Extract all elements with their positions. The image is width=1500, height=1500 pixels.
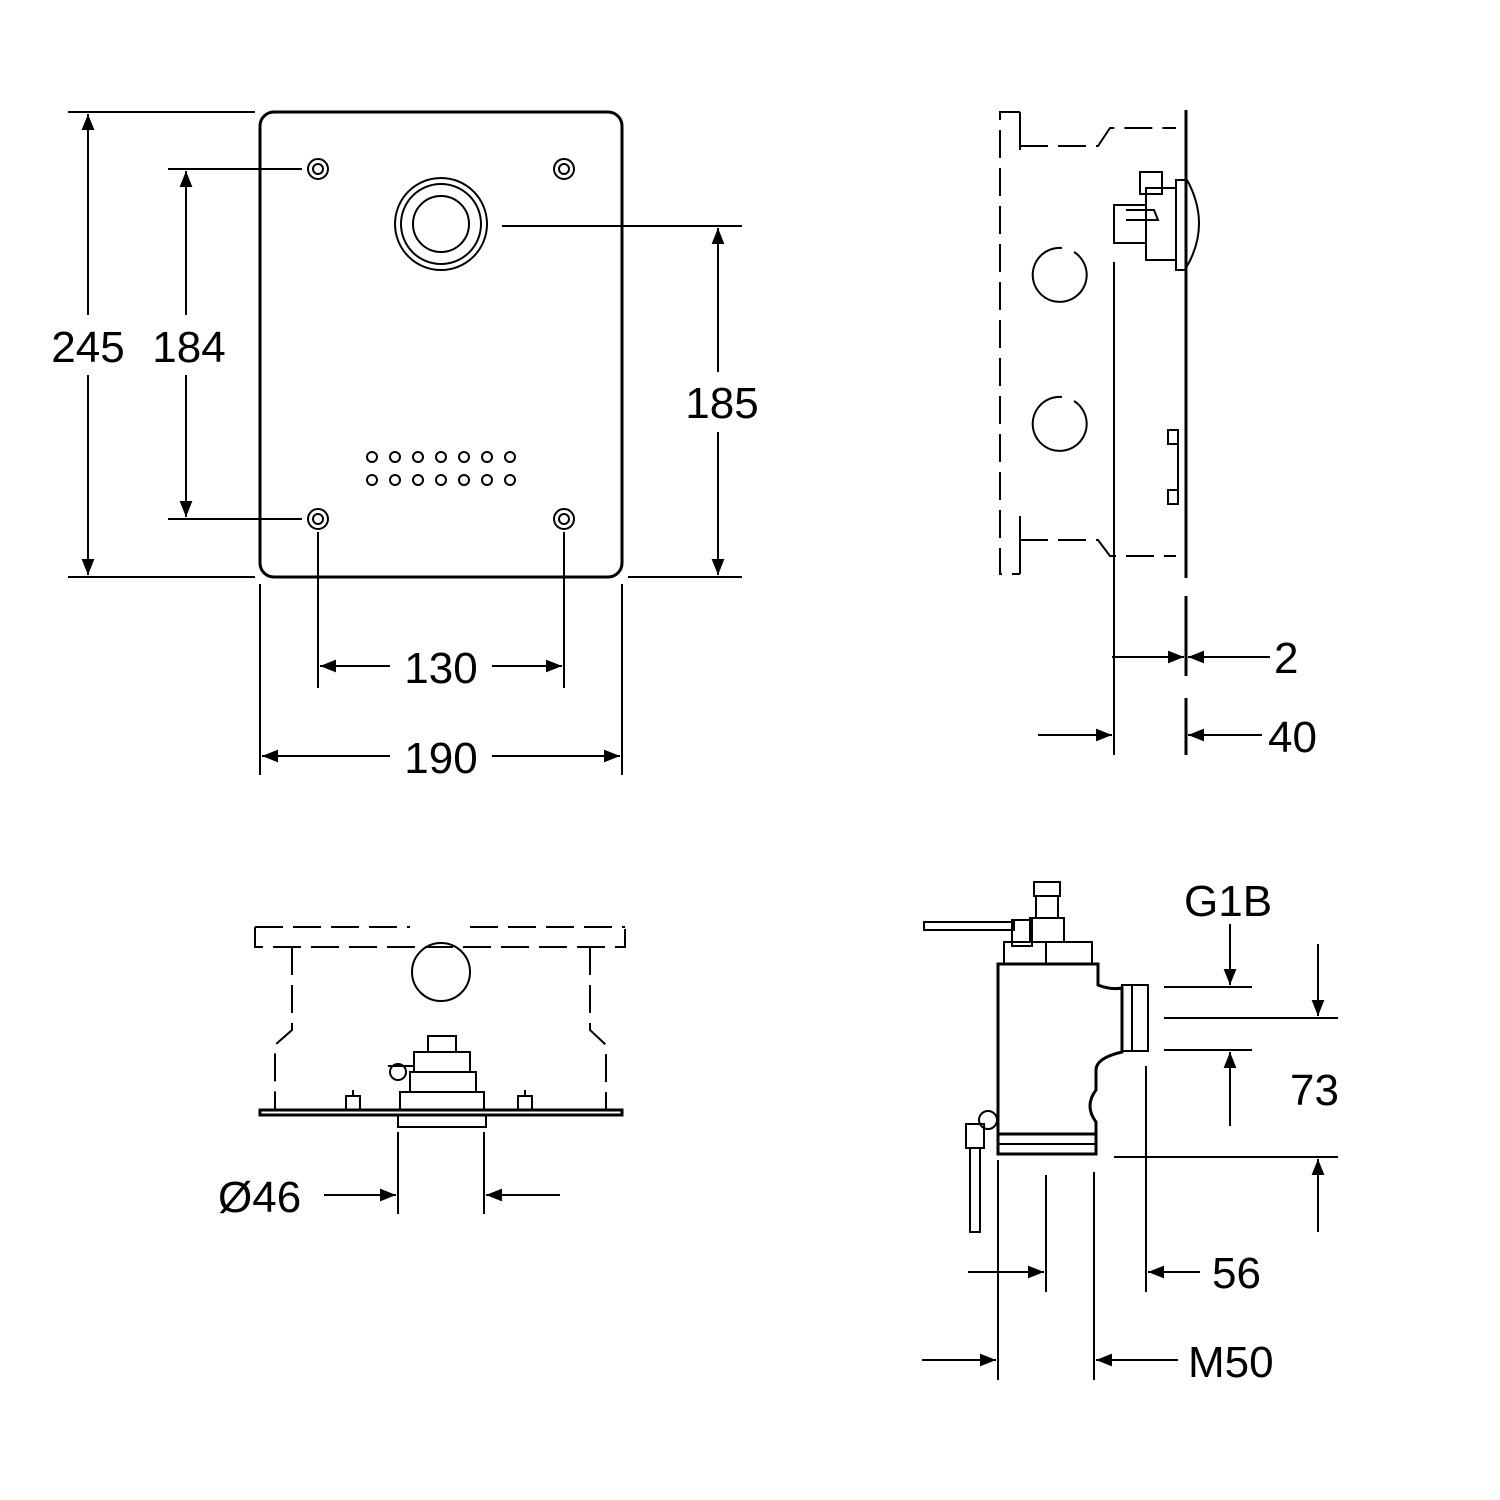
front-view: 245 184 185 130 190 bbox=[51, 110, 759, 783]
dimension-56: 56 bbox=[1212, 1249, 1261, 1298]
fixing-screws bbox=[345, 1090, 533, 1111]
dimension-m50: M50 bbox=[1188, 1338, 1274, 1387]
valve-lever bbox=[923, 921, 1015, 931]
dimension-2: 2 bbox=[1274, 634, 1298, 683]
mounting-holes bbox=[307, 158, 575, 530]
cover-plate bbox=[258, 110, 624, 579]
valve-body-top bbox=[388, 1035, 487, 1128]
bottom-view: Ø46 bbox=[218, 926, 626, 1222]
dimension-130: 130 bbox=[404, 644, 477, 693]
pipe-circle bbox=[411, 942, 471, 1002]
valve-main-body bbox=[996, 962, 1124, 1136]
side-lever bbox=[969, 1147, 981, 1233]
side-view: 2 40 bbox=[999, 110, 1317, 762]
dimension-245: 245 bbox=[51, 323, 124, 372]
flush-button bbox=[394, 177, 488, 271]
dimension-73: 73 bbox=[1290, 1066, 1339, 1115]
valve-detail: G1B 73 56 M50 bbox=[922, 877, 1339, 1387]
dimension-184: 184 bbox=[152, 323, 225, 372]
button-module bbox=[1113, 171, 1200, 271]
sensor-dot-grid bbox=[366, 451, 516, 486]
dimension-190: 190 bbox=[404, 734, 477, 783]
dimension-40: 40 bbox=[1268, 713, 1317, 762]
dimension-185: 185 bbox=[685, 379, 758, 428]
dimension-diameter-46: Ø46 bbox=[218, 1173, 301, 1222]
dimension-g1b: G1B bbox=[1184, 877, 1272, 926]
